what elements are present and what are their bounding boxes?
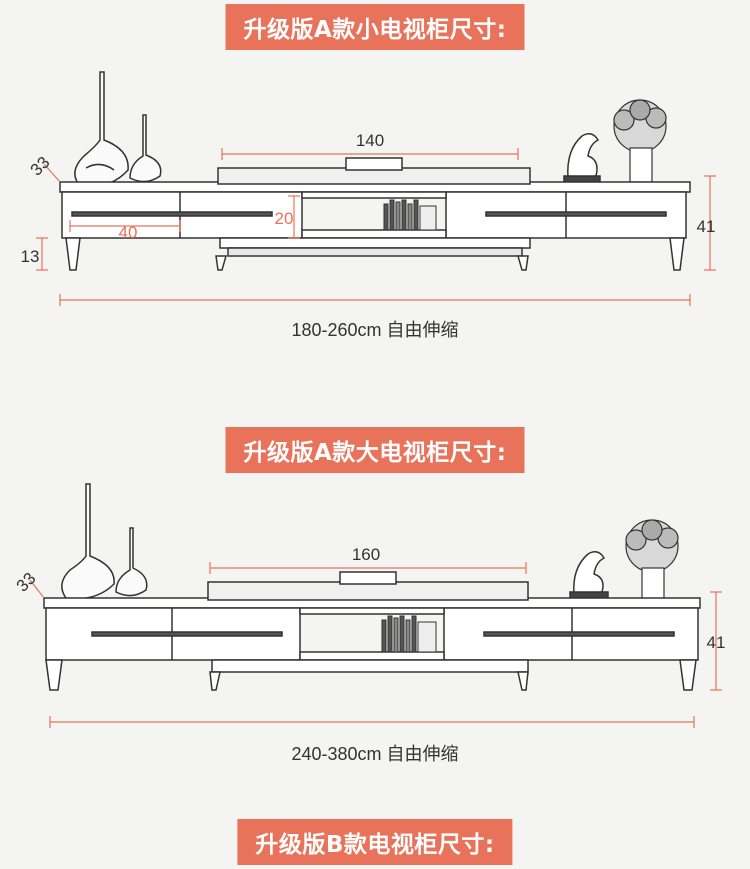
cabinet-top <box>59 157 691 193</box>
dim-drawer-width: 40 <box>119 223 138 242</box>
tv-cabinet-diagram-small: 140 40 20 41 13 33 180-260cm 自由伸缩 <box>21 71 716 340</box>
dim-depth: 33 <box>13 569 40 596</box>
dim-length-range: 180-260cm 自由伸缩 <box>291 320 458 340</box>
cabinet-body <box>45 607 699 673</box>
tv-cabinet-diagram-large: 160 41 33 240-380cm 自由伸缩 <box>13 483 726 764</box>
section-title-b: 升级版B款电视柜尺寸: <box>237 819 513 865</box>
dim-total-height: 41 <box>707 633 726 652</box>
dim-total-height: 41 <box>697 217 716 236</box>
potted-plant-decoration <box>625 519 679 601</box>
horse-statue-decoration <box>569 551 609 599</box>
books-on-shelf <box>383 199 437 231</box>
dimension-lines <box>29 562 722 728</box>
vase-decoration-left <box>61 483 148 600</box>
dim-top-width: 140 <box>356 131 384 150</box>
cabinet-legs <box>45 659 697 691</box>
dim-leg-height: 13 <box>21 247 40 266</box>
horse-statue-decoration <box>563 133 601 183</box>
vase-decoration-left <box>74 71 162 188</box>
dimension-lines <box>36 148 716 306</box>
cabinet-body <box>61 191 687 257</box>
books-on-shelf <box>381 615 437 653</box>
dim-depth: 33 <box>27 153 54 180</box>
dim-drawer-height: 20 <box>275 209 294 228</box>
potted-plant-decoration <box>613 99 667 183</box>
section-title-a-large: 升级版A款大电视柜尺寸: <box>225 427 525 473</box>
cabinet-legs <box>65 237 685 271</box>
dim-length-range: 240-380cm 自由伸缩 <box>291 744 458 764</box>
section-title-a-small: 升级版A款小电视柜尺寸: <box>225 4 525 50</box>
dim-top-width: 160 <box>352 545 380 564</box>
